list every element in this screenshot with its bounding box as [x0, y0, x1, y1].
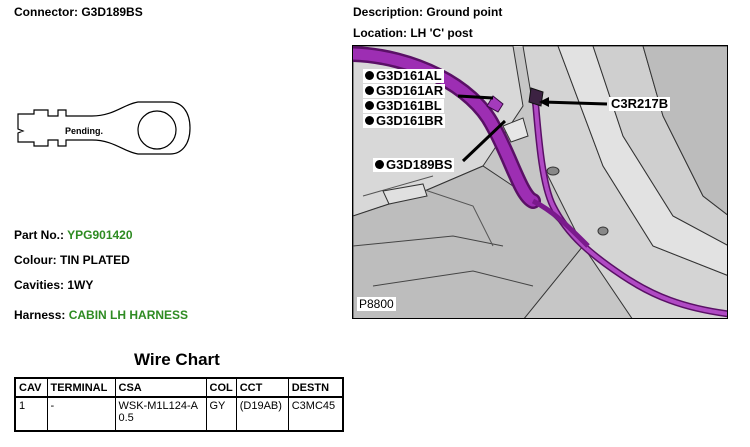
description-field: Description: Ground point: [353, 5, 502, 19]
bullet-icon: [365, 86, 374, 95]
location-field: Location: LH 'C' post: [353, 26, 473, 40]
bullet-icon: [365, 116, 374, 125]
cell-terminal: -: [46, 396, 116, 432]
connector-label: Connector:: [14, 5, 78, 19]
bullet-icon: [365, 101, 374, 110]
part-no-label: Part No.:: [14, 228, 65, 242]
header-cav: CAV: [14, 377, 48, 398]
table-row: 1 - WSK-M1L124-A 0.5 GY (D19AB) C3MC45: [14, 396, 344, 432]
part-no-field: Part No.: YPG901420: [14, 228, 133, 242]
ring-terminal-drawing: Pending.: [17, 101, 191, 155]
cell-col: GY: [205, 396, 237, 432]
bullet-icon: [365, 71, 374, 80]
part-no-value[interactable]: YPG901420: [67, 228, 133, 242]
cavities-value: 1WY: [67, 278, 94, 292]
harness-label: Harness:: [14, 308, 66, 322]
header-cct: CCT: [235, 377, 289, 398]
callout-g3d189bs: G3D189BS: [373, 158, 455, 172]
callout-g3d161al: G3D161AL: [363, 69, 444, 83]
cell-cct: (D19AB): [235, 396, 289, 432]
header-csa: CSA: [114, 377, 207, 398]
description-value: Ground point: [426, 5, 503, 19]
callout-g3d161bl: G3D161BL: [363, 99, 444, 113]
colour-field: Colour: TIN PLATED: [14, 253, 130, 267]
callout-c3r217b: C3R217B: [609, 96, 671, 111]
header-destn: DESTN: [287, 377, 344, 398]
colour-label: Colour:: [14, 253, 57, 267]
cavities-label: Cavities:: [14, 278, 65, 292]
photo-reference: P8800: [357, 297, 396, 311]
cell-cav: 1: [14, 396, 48, 432]
callout-g3d161br: G3D161BR: [363, 114, 446, 128]
wire-chart-table: CAV TERMINAL CSA COL CCT DESTN 1 - WSK-M…: [14, 377, 345, 432]
description-label: Description:: [353, 5, 424, 19]
location-photo: G3D161AL G3D161AR G3D161BL G3D161BR G3D1…: [352, 45, 728, 319]
location-value: LH 'C' post: [410, 26, 473, 40]
cavities-field: Cavities: 1WY: [14, 278, 93, 292]
cell-destn: C3MC45: [287, 396, 344, 432]
cell-csa: WSK-M1L124-A 0.5: [114, 396, 207, 432]
colour-value: TIN PLATED: [60, 253, 130, 267]
callout-g3d161ar: G3D161AR: [363, 84, 446, 98]
pending-stamp: Pending.: [65, 126, 103, 136]
header-terminal: TERMINAL: [46, 377, 116, 398]
wire-chart-title: Wire Chart: [134, 350, 220, 369]
connector-value: G3D189BS: [81, 5, 143, 19]
connector-field: Connector: G3D189BS: [14, 5, 143, 19]
bullet-icon: [375, 160, 384, 169]
harness-field: Harness: CABIN LH HARNESS: [14, 308, 188, 322]
location-label: Location:: [353, 26, 407, 40]
harness-value[interactable]: CABIN LH HARNESS: [68, 308, 189, 322]
wire-chart-header-row: CAV TERMINAL CSA COL CCT DESTN: [14, 377, 344, 398]
header-col: COL: [205, 377, 237, 398]
